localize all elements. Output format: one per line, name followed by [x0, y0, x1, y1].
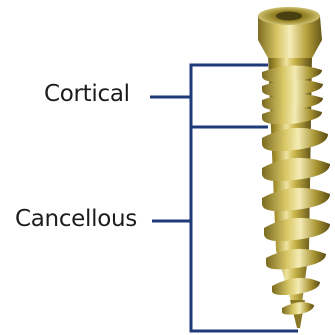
- cortical-label: Cortical: [44, 80, 130, 108]
- bone-screw-image: [258, 7, 330, 328]
- cancellous-label: Cancellous: [15, 205, 137, 233]
- cortical-thread-region: [262, 65, 323, 124]
- cortical-bracket: [191, 65, 268, 127]
